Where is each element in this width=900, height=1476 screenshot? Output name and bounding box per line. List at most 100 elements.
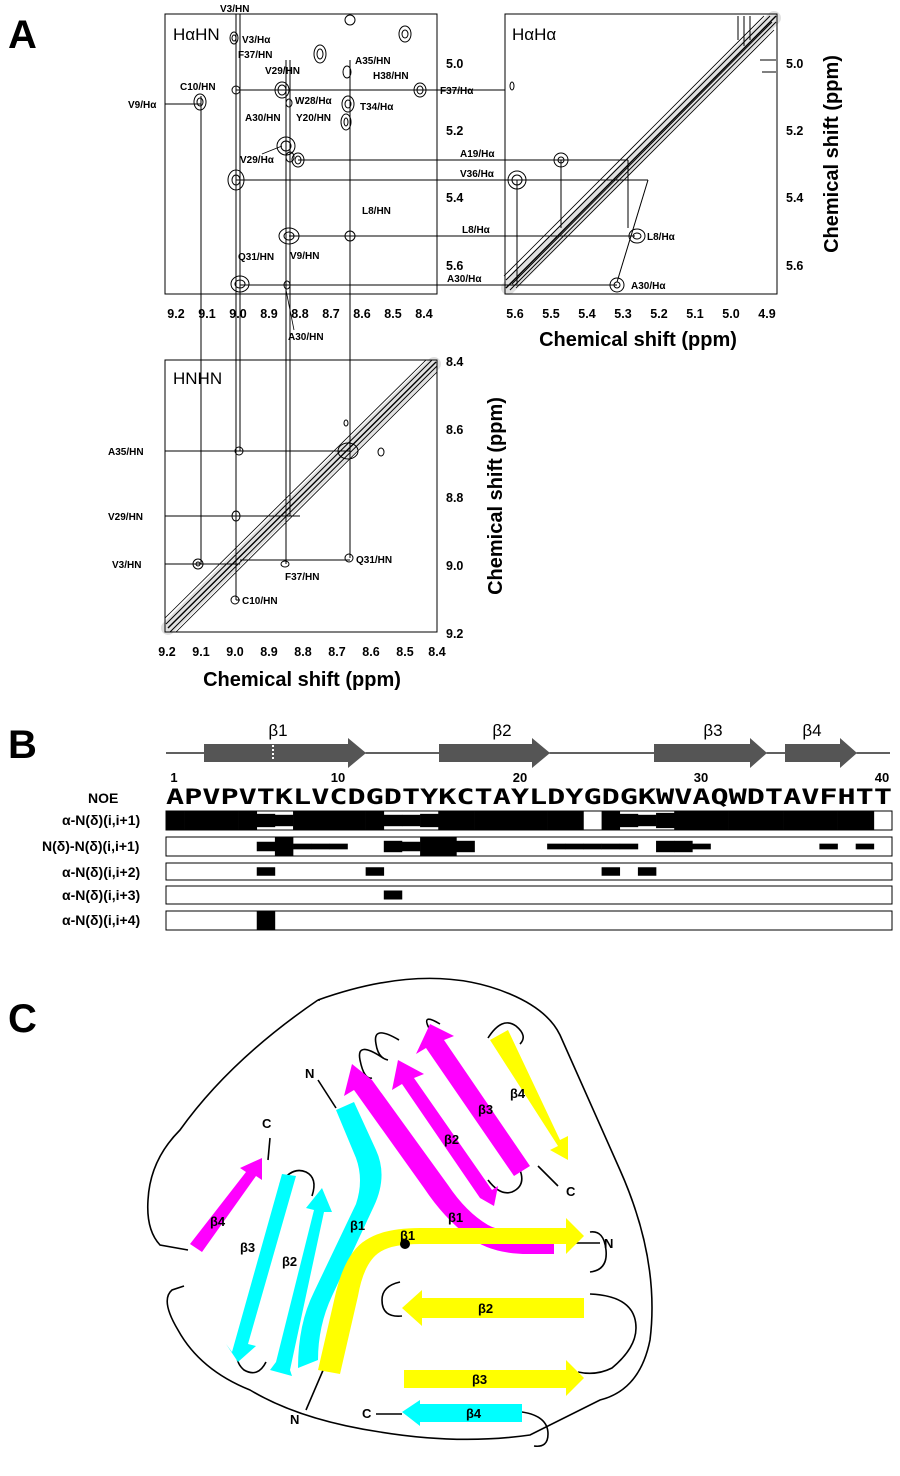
noe-bar <box>801 811 820 830</box>
halpha-halpha-xticks: 5.6 5.5 5.4 5.3 5.2 5.1 5.0 4.9 <box>506 307 775 321</box>
strand-b2-yellow <box>402 1290 584 1326</box>
noe-bar <box>256 813 276 828</box>
noe-bar <box>746 811 766 830</box>
y-tick: 5.0 <box>446 57 463 71</box>
y-tick: 5.2 <box>786 124 803 138</box>
halpha-hn-peak-labels: V3/HN V3/Hα F37/HN V29/HN A35/HN H38/HN … <box>128 4 474 343</box>
x-tick: 8.6 <box>362 645 379 659</box>
noe-bar <box>420 837 439 856</box>
noe-bar <box>510 811 530 830</box>
strand-label: β4 <box>466 1406 482 1421</box>
strand-label: β2 <box>478 1301 493 1316</box>
hn-hn-spectrum: HNHN 9.2 9.1 9.0 8.9 8.8 8.7 8.6 8.5 8.4… <box>108 355 507 691</box>
strand-b2-magenta <box>392 1060 498 1206</box>
peak-label: L8/Hα <box>462 225 491 236</box>
peak-label: V29/Hα <box>240 155 275 166</box>
noe-row-label: N(δ)-N(δ)(i,i+1) <box>42 838 139 854</box>
terminus-label: C <box>566 1184 576 1199</box>
peak-label: C10/HN <box>180 82 216 93</box>
topology-labels: β1 β2 β3 β4 β1 β2 β3 β4 β1 β2 β3 β4 N C … <box>210 1066 613 1427</box>
strand-label: β1 <box>448 1210 463 1225</box>
strand-label: β3 <box>472 1372 487 1387</box>
noe-bar <box>311 811 330 830</box>
halpha-hn-spectrum: HαHN 9.2 9.1 9.0 8.9 8.8 8.7 8.6 8.5 8.4… <box>128 4 505 343</box>
residue-number: 40 <box>875 770 889 785</box>
noe-bar <box>492 811 512 830</box>
x-tick: 9.1 <box>192 645 209 659</box>
peak-label: V3/HN <box>112 560 141 571</box>
peak-label: C10/HN <box>242 596 278 607</box>
connecting-loops <box>236 999 607 1448</box>
peak-label: H38/HN <box>373 71 409 82</box>
hn-hn-yticks: 8.4 8.6 8.8 9.0 9.2 <box>446 355 463 641</box>
x-tick: 8.5 <box>396 645 413 659</box>
noe-row-bars <box>256 837 875 856</box>
peak-label: L8/Hα <box>647 232 676 243</box>
halpha-halpha-yticks: 5.0 5.2 5.4 5.6 <box>786 57 803 273</box>
peak-label: F37/HN <box>238 50 272 61</box>
halpha-halpha-diagonal <box>501 11 781 295</box>
strand-b4-yellow <box>490 1030 568 1160</box>
noe-bar <box>256 911 276 930</box>
noe-row-bars <box>383 890 403 900</box>
noe-row-frame <box>165 862 893 881</box>
strand-b3-cyan <box>226 1174 296 1362</box>
peak-label: V3/Hα <box>242 35 271 46</box>
noe-bar <box>764 811 784 830</box>
x-tick: 8.8 <box>291 307 308 321</box>
peak-label: V3/HN <box>220 4 249 15</box>
yellow-subunit <box>318 1030 584 1396</box>
peak-label: A30/HN <box>245 113 281 124</box>
noe-bar <box>601 843 621 850</box>
peak-label: L8/HN <box>362 206 391 217</box>
noe-bar <box>547 811 566 830</box>
panel-a-letter: A <box>8 13 37 57</box>
peak-label: A30/Hα <box>631 281 666 292</box>
noe-bar <box>674 840 693 853</box>
y-tick: 5.2 <box>446 124 463 138</box>
noe-bar <box>565 843 584 850</box>
noe-bar <box>674 811 693 830</box>
noe-bar <box>293 811 312 830</box>
noe-bar <box>783 811 802 830</box>
x-tick: 8.9 <box>260 307 277 321</box>
noe-bar <box>256 841 276 852</box>
noe-bar <box>692 843 711 850</box>
noe-bar <box>819 811 838 830</box>
halpha-halpha-guides <box>505 159 649 286</box>
noe-bar <box>311 843 330 850</box>
x-tick: 5.4 <box>578 307 595 321</box>
noe-row-label: α-N(δ)(i,i+3) <box>62 887 140 903</box>
x-tick: 8.5 <box>384 307 401 321</box>
noe-bar <box>619 813 639 828</box>
noe-bar <box>547 843 566 850</box>
peak-label: Q31/HN <box>356 555 392 566</box>
peak-label: V9/HN <box>290 251 319 262</box>
strand-label: β4 <box>510 1086 526 1101</box>
panel-b-letter: B <box>8 723 37 767</box>
strand-label-b4: β4 <box>802 721 821 740</box>
secondary-structure-track: β1 β2 β3 β4 <box>166 721 890 768</box>
noe-bar <box>710 811 729 830</box>
noe-bar <box>438 837 457 856</box>
y-tick: 8.4 <box>446 355 463 369</box>
peak-label: A35/HN <box>355 56 391 67</box>
noe-bar <box>656 840 675 853</box>
noe-bar <box>401 841 421 852</box>
noe-bar <box>202 811 221 830</box>
noe-bar <box>383 840 403 853</box>
peak-label: W28/Hα <box>295 96 333 107</box>
x-tick: 9.1 <box>198 307 215 321</box>
noe-row-frame <box>165 885 893 905</box>
residue-number: 30 <box>694 770 708 785</box>
x-tick: 8.7 <box>322 307 339 321</box>
protein-sequence: APVPVTKLVCDGDTYKCTAYLDYGDGKWVAQWDTAVFHTT <box>166 785 892 809</box>
strand-label: β2 <box>282 1254 297 1269</box>
peak-label: V29/HN <box>108 512 143 523</box>
strand-label: β3 <box>240 1240 255 1255</box>
peak-label: V36/Hα <box>460 169 495 180</box>
noe-row-bars <box>256 911 276 930</box>
x-tick: 9.2 <box>158 645 175 659</box>
terminus-label: C <box>262 1116 272 1131</box>
cross-panel-connectors <box>200 294 351 600</box>
